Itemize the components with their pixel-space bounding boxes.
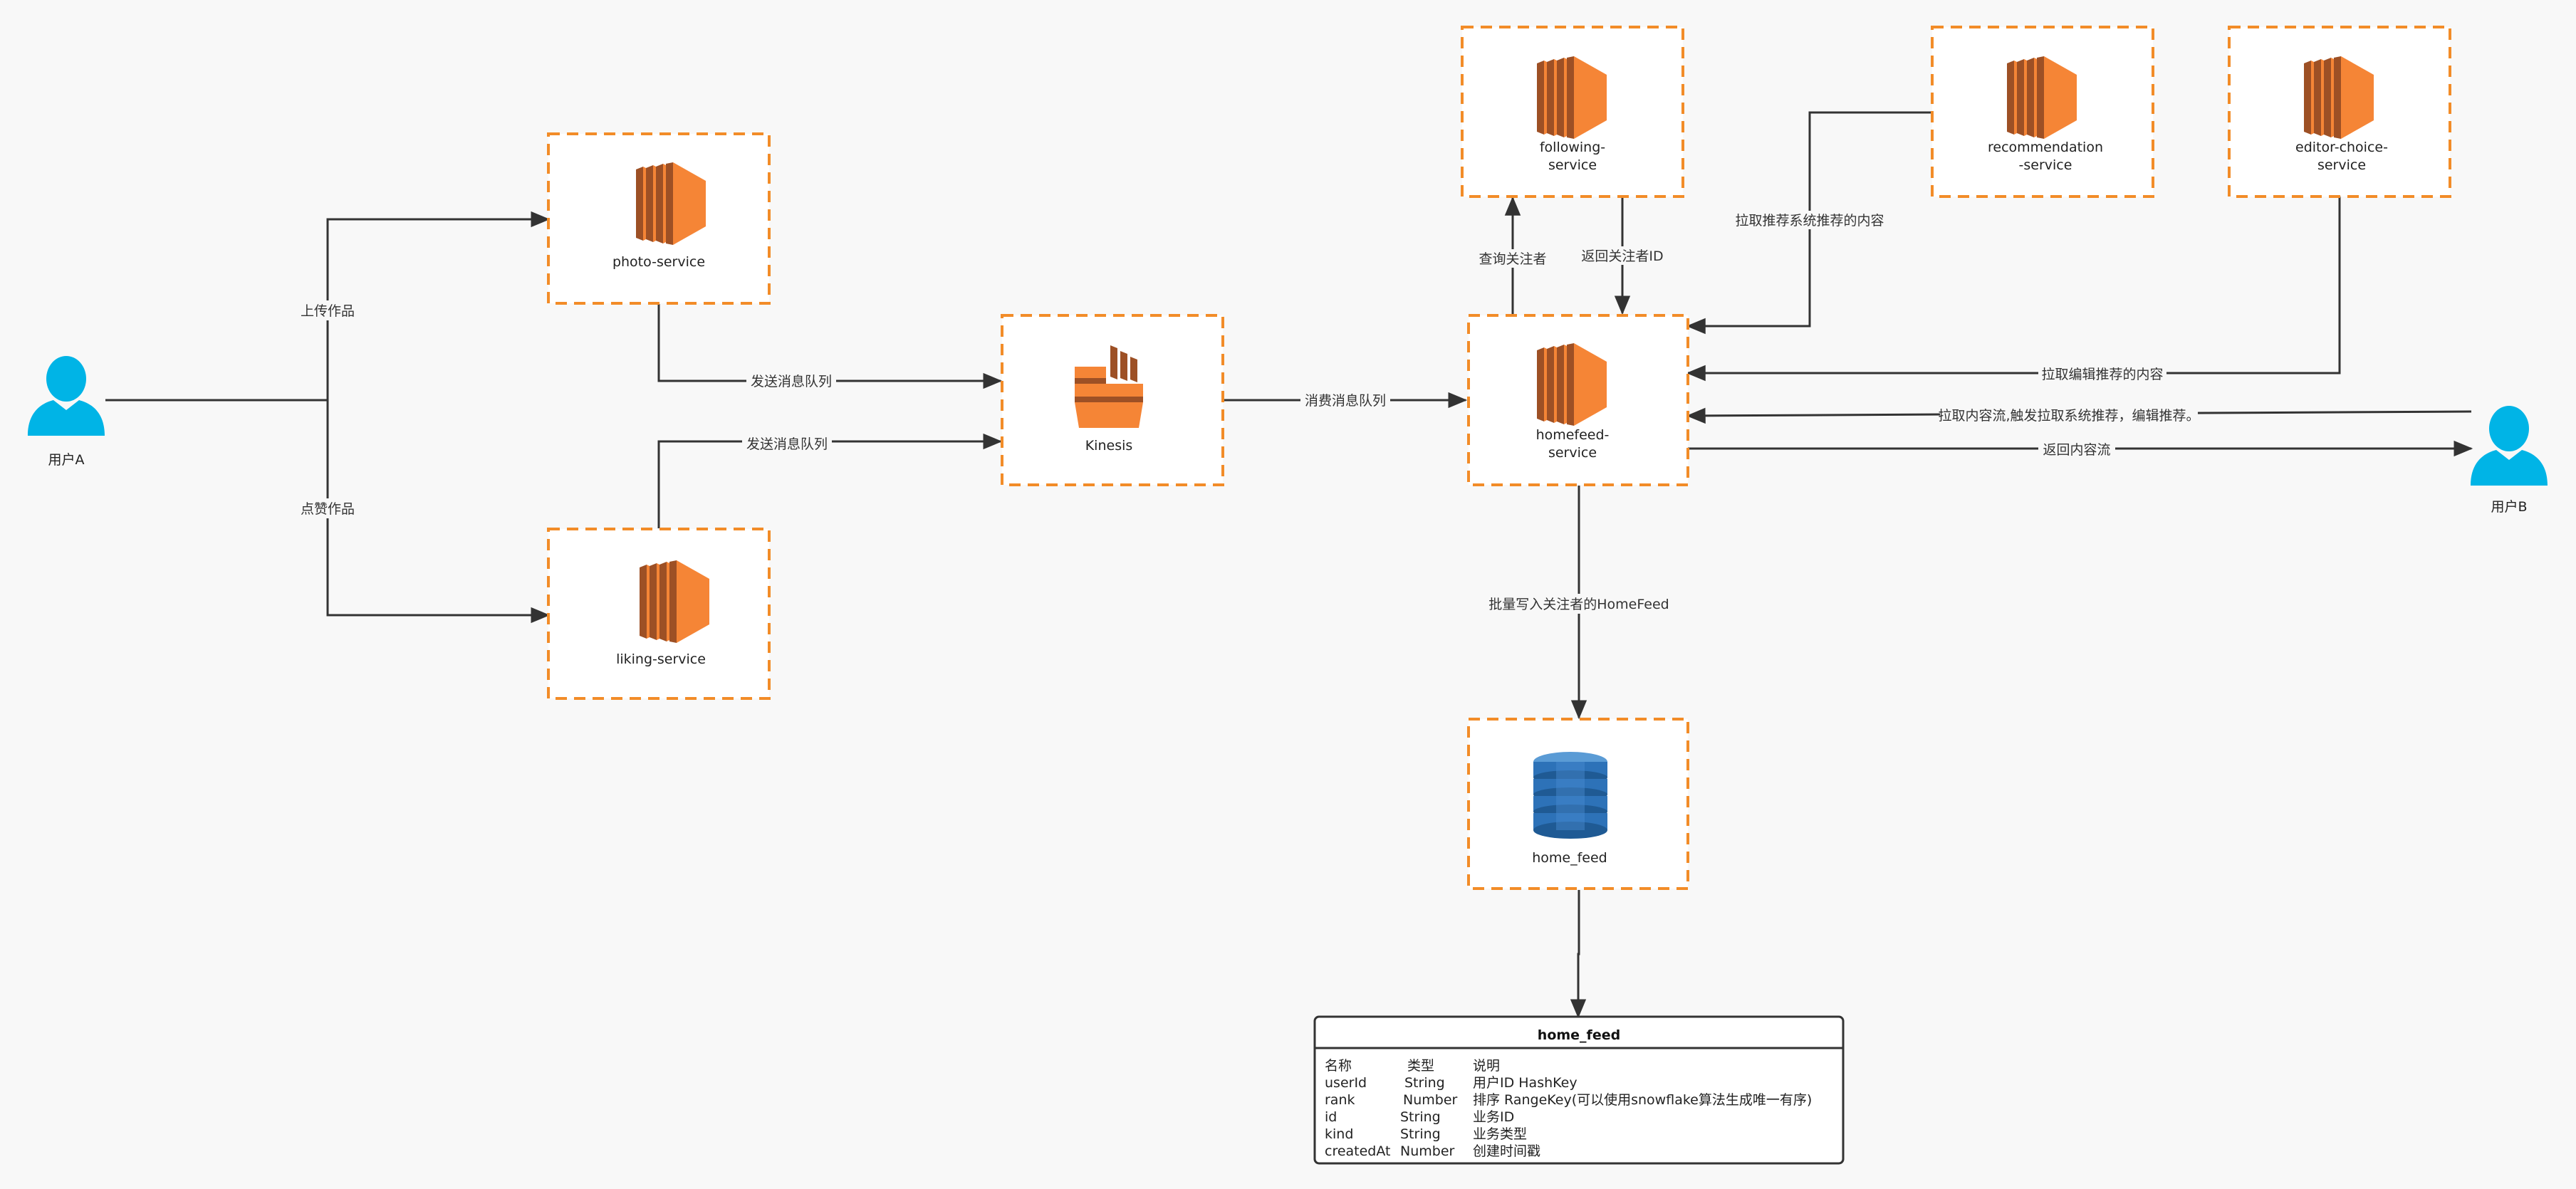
edge-db-to-table [1570,890,1587,1019]
svg-text:String: String [1400,1126,1441,1142]
liking-service-node[interactable]: liking-service [547,528,771,700]
aws-ec2-icon [2304,56,2374,139]
homefeed-service-node[interactable]: homefeed- service [1467,314,1689,486]
home-feed-schema-table: home_feed 名称 类型 说明 userId String 用户ID Ha… [1313,1015,1845,1165]
edge-label-return-following: 返回关注者ID [1575,246,1669,265]
homefeed-service-label-line1: homefeed- [1536,427,1610,443]
edge-label-liking-to-kinesis: 发送消息队列 [742,434,832,453]
svg-text:String: String [1404,1075,1445,1091]
edge-label-batch-write: 批量写入关注者的HomeFeed [1483,594,1675,614]
table-row: rank Number 排序 RangeKey(可以使用snowflake算法生… [1325,1092,1812,1108]
edge-label-upload: 上传作品 [293,300,362,320]
aws-ec2-icon [640,560,709,643]
svg-text:String: String [1400,1109,1441,1125]
edge-label-pull-stream: 拉取内容流,触发拉取系统推荐，编辑推荐。 [1938,406,2200,424]
svg-text:返回内容流: 返回内容流 [2043,442,2110,458]
table-header-type: 类型 [1407,1058,1434,1074]
edge-photo-to-kinesis [657,304,1003,389]
editor-choice-service-node[interactable]: editor-choice- service [2228,26,2451,198]
recommendation-service-node[interactable]: recommendation -service [1931,26,2154,198]
edge-label-pull-recommend: 拉取推荐系统推荐的内容 [1731,211,1889,229]
svg-text:批量写入关注者的HomeFeed: 批量写入关注者的HomeFeed [1488,597,1669,612]
aws-ec2-icon [636,162,706,245]
edge-label-pull-editor: 拉取编辑推荐的内容 [2038,365,2166,383]
svg-text:createdAt: createdAt [1325,1143,1391,1159]
svg-text:kind: kind [1325,1126,1353,1142]
svg-text:上传作品: 上传作品 [301,303,355,319]
edge-like-liking [326,400,551,624]
following-service-node[interactable]: following- service [1461,26,1684,198]
edge-pull-editor [1686,196,2341,382]
edge-label-consume: 消费消息队列 [1300,391,1390,409]
svg-text:拉取内容流,触发拉取系统推荐，编辑推荐。: 拉取内容流,触发拉取系统推荐，编辑推荐。 [1938,408,2199,424]
edge-upload-photo [326,211,551,400]
svg-text:业务ID: 业务ID [1473,1109,1514,1125]
home-feed-db-label: home_feed [1532,850,1607,866]
svg-text:Number: Number [1403,1092,1458,1108]
following-service-label-line2: service [1548,157,1597,173]
aws-kinesis-icon [1075,345,1143,428]
edge-liking-to-kinesis [657,433,1003,528]
svg-text:userId: userId [1325,1075,1367,1091]
user-icon [28,356,105,436]
svg-text:Number: Number [1400,1143,1455,1159]
svg-text:用户ID HashKey: 用户ID HashKey [1473,1075,1578,1091]
svg-text:发送消息队列: 发送消息队列 [751,374,832,389]
svg-text:业务类型: 业务类型 [1473,1126,1527,1142]
photo-service-label: photo-service [612,254,705,270]
aws-dynamodb-icon [1533,752,1607,839]
svg-text:查询关注者: 查询关注者 [1479,251,1546,267]
svg-text:返回关注者ID: 返回关注者ID [1581,248,1663,264]
aws-ec2-icon [2007,56,2077,139]
user-icon [2471,406,2548,486]
svg-text:拉取推荐系统推荐的内容: 拉取推荐系统推荐的内容 [1735,213,1884,229]
edge-label-photo-to-kinesis: 发送消息队列 [746,372,836,390]
edge-label-return-stream: 返回内容流 [2038,440,2115,459]
table-header-desc: 说明 [1473,1058,1500,1074]
recommendation-service-label-line2: -service [2019,157,2072,173]
table-row: userId String 用户ID HashKey [1325,1075,1578,1091]
editor-choice-service-label-line2: service [2317,157,2366,173]
aws-ec2-icon [1537,343,1607,426]
aws-ec2-icon [1537,56,1607,139]
kinesis-label: Kinesis [1085,438,1133,454]
photo-service-node[interactable]: photo-service [547,132,771,305]
user-a-label: 用户A [48,452,85,468]
homefeed-service-label-line2: service [1548,445,1597,461]
recommendation-service-label-line1: recommendation [1988,140,2103,155]
svg-text:发送消息队列: 发送消息队列 [746,436,828,452]
editor-choice-service-label-line1: editor-choice- [2295,140,2388,155]
table-row: kind String 业务类型 [1325,1126,1527,1142]
edge-label-like: 点赞作品 [293,498,362,518]
user-a-node[interactable]: 用户A [28,356,105,468]
user-b-label: 用户B [2491,499,2527,515]
svg-text:拉取编辑推荐的内容: 拉取编辑推荐的内容 [2041,367,2163,382]
kinesis-node[interactable]: Kinesis [1001,314,1224,486]
svg-text:消费消息队列: 消费消息队列 [1305,393,1386,409]
table-row: createdAt Number 创建时间戳 [1325,1143,1540,1159]
table-title: home_feed [1538,1027,1620,1043]
table-row: id String 业务ID [1325,1109,1514,1125]
svg-text:点赞作品: 点赞作品 [301,501,355,517]
user-b-node[interactable]: 用户B [2471,406,2548,515]
svg-text:创建时间戳: 创建时间戳 [1473,1143,1540,1159]
liking-service-label: liking-service [616,651,706,667]
following-service-label-line1: following- [1540,140,1605,155]
table-header-name: 名称 [1325,1058,1352,1074]
home-feed-db-node[interactable]: home_feed [1467,718,1689,890]
svg-text:id: id [1325,1109,1337,1125]
svg-text:排序 RangeKey(可以使用snowflake算法生成唯: 排序 RangeKey(可以使用snowflake算法生成唯一有序) [1473,1092,1812,1108]
svg-text:rank: rank [1325,1092,1355,1108]
edge-label-query-following: 查询关注者 [1473,249,1553,268]
